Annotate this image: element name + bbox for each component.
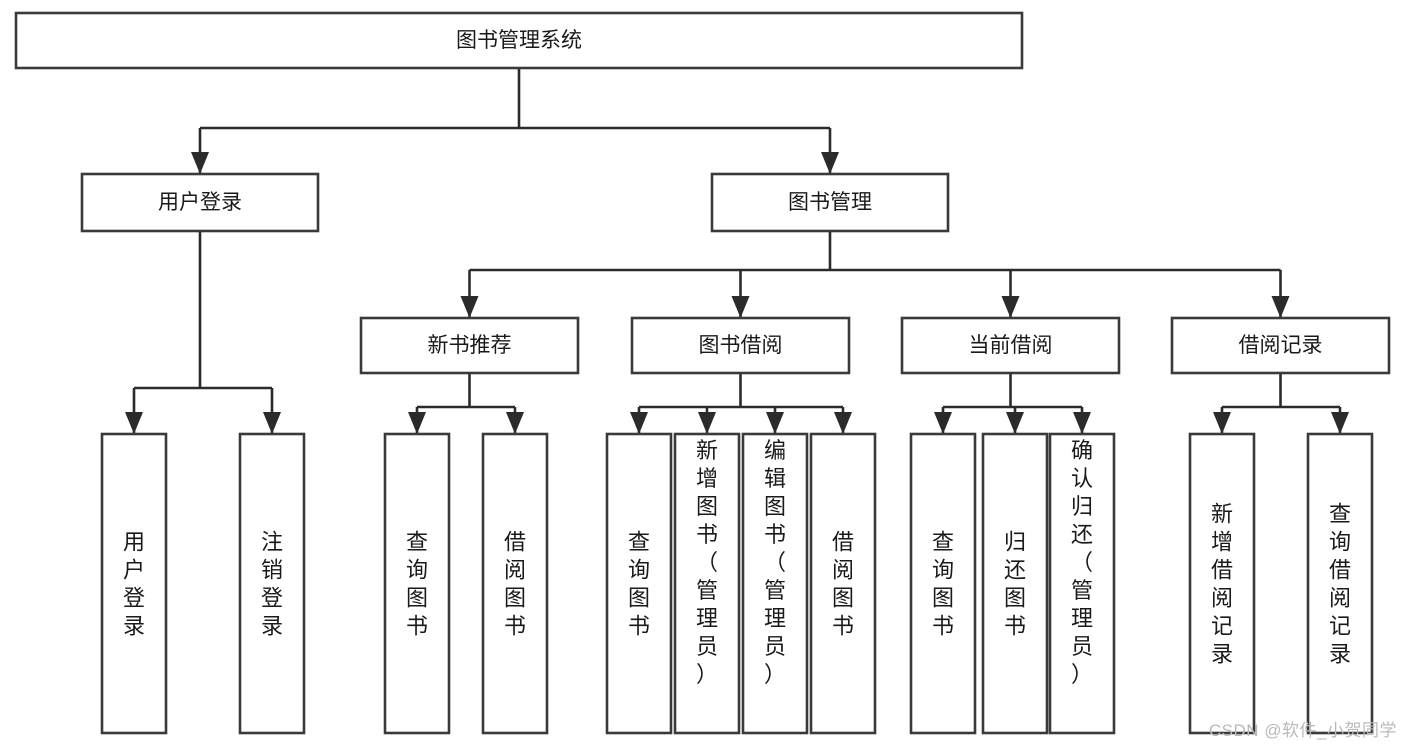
node-level3-0-label: 新书推荐: [428, 334, 512, 357]
arrow-head-icon: [766, 412, 784, 434]
node-leaf-5-box: [673, 432, 741, 735]
node-root-system-box: [14, 11, 1024, 70]
arrow-head-icon: [125, 412, 143, 434]
node-leaf-4-box: [605, 432, 673, 735]
node-level2-0-label: 用户登录: [158, 191, 242, 214]
node-leaf-8-label: 查询图书: [932, 530, 954, 639]
node-leaf-12[interactable]: 查询借阅记录: [1306, 432, 1374, 735]
arrow-head-icon: [934, 412, 952, 434]
connector-layer: [125, 68, 1349, 434]
node-layer: 图书管理系统用户登录图书管理新书推荐图书借阅当前借阅借阅记录用户登录注销登录查询…: [14, 11, 1391, 735]
node-leaf-6[interactable]: 编辑图书（管理员）: [741, 432, 809, 735]
arrow-head-icon: [1001, 296, 1020, 318]
node-leaf-11[interactable]: 新增借阅记录: [1188, 432, 1256, 735]
node-leaf-2-label: 查询图书: [406, 530, 428, 639]
node-leaf-1-label: 注销登录: [261, 530, 283, 639]
node-leaf-5[interactable]: 新增图书（管理员）: [673, 432, 741, 735]
node-leaf-2-box: [383, 432, 451, 735]
node-level3-3-box: [1170, 316, 1391, 375]
node-leaf-7-box: [809, 432, 877, 735]
arrow-head-icon: [1213, 412, 1231, 434]
node-leaf-7[interactable]: 借阅图书: [809, 432, 877, 735]
node-leaf-0-box: [100, 432, 168, 735]
node-leaf-11-box: [1188, 432, 1256, 735]
node-leaf-11-label: 新增借阅记录: [1211, 502, 1233, 667]
arrow-head-icon: [263, 412, 281, 434]
node-leaf-4[interactable]: 查询图书: [605, 432, 673, 735]
node-leaf-10-label: 确认归还（管理员）: [1071, 438, 1093, 687]
arrow-head-icon: [834, 412, 852, 434]
arrow-head-icon: [1006, 412, 1024, 434]
arrow-head-icon: [1271, 296, 1290, 318]
node-leaf-0[interactable]: 用户登录: [100, 432, 168, 735]
node-level3-3[interactable]: 借阅记录: [1170, 316, 1391, 375]
node-leaf-6-label: 编辑图书（管理员）: [764, 438, 786, 687]
arrow-head-icon: [506, 412, 524, 434]
arrow-head-icon: [1331, 412, 1349, 434]
node-level3-2-box: [900, 316, 1121, 375]
node-leaf-3[interactable]: 借阅图书: [481, 432, 549, 735]
node-leaf-10-box: [1048, 432, 1116, 735]
arrow-head-icon: [731, 296, 750, 318]
node-leaf-6-box: [741, 432, 809, 735]
node-leaf-10[interactable]: 确认归还（管理员）: [1048, 432, 1116, 735]
node-leaf-12-label: 查询借阅记录: [1329, 502, 1351, 667]
node-level3-2-label: 当前借阅: [969, 334, 1053, 357]
node-leaf-1-box: [238, 432, 306, 735]
node-leaf-4-label: 查询图书: [628, 530, 650, 639]
node-leaf-8[interactable]: 查询图书: [909, 432, 977, 735]
node-leaf-12-box: [1306, 432, 1374, 735]
node-level3-1-label: 图书借阅: [699, 334, 783, 357]
node-level3-0[interactable]: 新书推荐: [359, 316, 580, 375]
node-leaf-9[interactable]: 归还图书: [981, 432, 1049, 735]
node-level2-1[interactable]: 图书管理: [710, 172, 950, 233]
node-level2-0-box: [80, 172, 320, 233]
arrow-head-icon: [1073, 412, 1091, 434]
arrow-head-icon: [191, 152, 209, 174]
node-leaf-2[interactable]: 查询图书: [383, 432, 451, 735]
node-leaf-9-label: 归还图书: [1004, 530, 1026, 639]
node-leaf-5-label: 新增图书（管理员）: [696, 438, 718, 687]
csdn-watermark: CSDN @软件_小贺同学: [1208, 721, 1397, 740]
node-level2-1-box: [710, 172, 950, 233]
arrow-head-icon: [630, 412, 648, 434]
arrow-head-icon: [408, 412, 426, 434]
node-leaf-3-label: 借阅图书: [504, 530, 526, 639]
node-level3-3-label: 借阅记录: [1239, 334, 1323, 357]
arrow-head-icon: [698, 412, 716, 434]
node-leaf-3-box: [481, 432, 549, 735]
node-level3-1-box: [630, 316, 851, 375]
node-level2-0[interactable]: 用户登录: [80, 172, 320, 233]
node-root-system[interactable]: 图书管理系统: [14, 11, 1024, 70]
node-level3-1[interactable]: 图书借阅: [630, 316, 851, 375]
node-leaf-7-label: 借阅图书: [832, 530, 854, 639]
node-leaf-8-box: [909, 432, 977, 735]
node-root-system-label: 图书管理系统: [456, 29, 582, 52]
node-level3-0-box: [359, 316, 580, 375]
arrow-head-icon: [460, 296, 479, 318]
node-leaf-0-label: 用户登录: [123, 530, 145, 639]
node-leaf-1[interactable]: 注销登录: [238, 432, 306, 735]
arrow-head-icon: [821, 152, 839, 174]
node-level2-1-label: 图书管理: [788, 191, 872, 214]
node-level3-2[interactable]: 当前借阅: [900, 316, 1121, 375]
node-leaf-9-box: [981, 432, 1049, 735]
